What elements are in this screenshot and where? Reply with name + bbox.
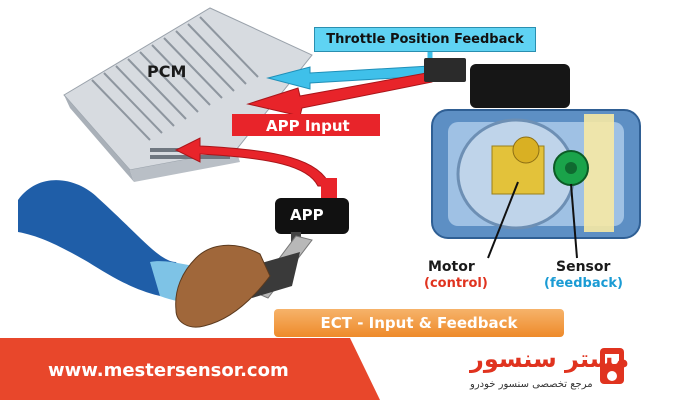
footer-bar: www.mestersensor.com	[0, 338, 700, 400]
website-url[interactable]: www.mestersensor.com	[48, 360, 289, 381]
motor-sub-label: (control)	[424, 276, 488, 291]
app-label: APP	[290, 206, 324, 224]
app-input-label: APP Input	[266, 117, 350, 135]
throttle-feedback-label: Throttle Position Feedback	[314, 27, 536, 52]
motor-label: Motor	[428, 259, 475, 275]
ect-banner: ECT - Input & Feedback	[274, 309, 564, 337]
pcm-label: PCM	[147, 62, 187, 81]
brand-subtitle: مرجع تخصصی سنسور خودرو	[470, 379, 593, 390]
app-input-arrow	[174, 114, 380, 187]
sensor-label: Sensor	[556, 259, 611, 275]
sensor-sub-label: (feedback)	[544, 276, 623, 291]
brand-icon	[600, 348, 624, 384]
throttle-body	[424, 58, 641, 259]
footer-red-band	[0, 338, 380, 400]
brand-title: مستر سنسور	[470, 345, 630, 373]
throttle-input-arrow	[246, 71, 433, 117]
driver-foot	[18, 180, 271, 328]
